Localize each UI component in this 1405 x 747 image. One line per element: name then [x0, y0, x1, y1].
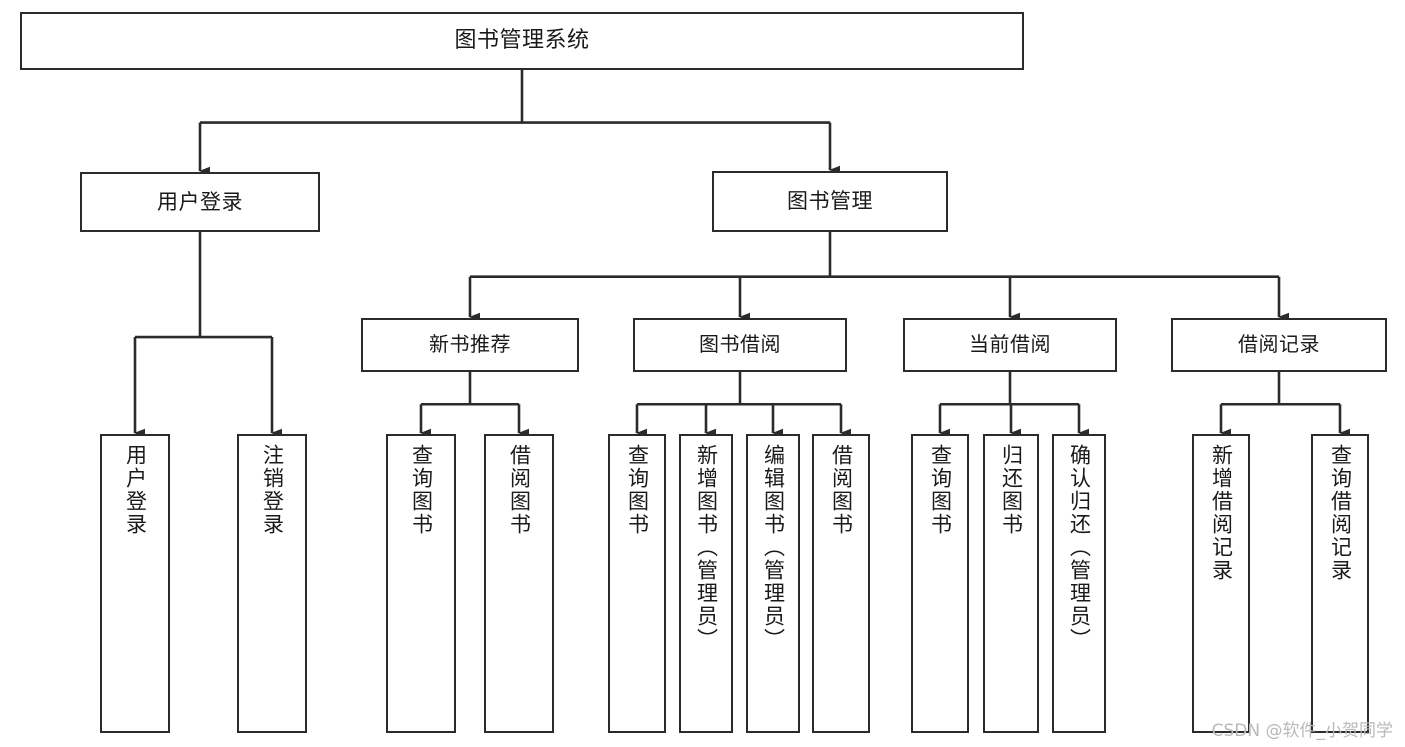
leaf-query-book-2[interactable]: 查询图书: [608, 434, 666, 733]
node-book-borrow[interactable]: 图书借阅: [633, 318, 847, 372]
leaf-query-book-3-label: 查询图书: [928, 444, 953, 536]
node-new-book-rec[interactable]: 新书推荐: [361, 318, 579, 372]
node-book-borrow-label: 图书借阅: [699, 332, 781, 357]
leaf-borrow-book-1[interactable]: 借阅图书: [484, 434, 554, 733]
leaf-add-book-admin-label: 新增图书（管理员）: [694, 444, 719, 651]
leaf-user-login-label: 用户登录: [123, 444, 148, 536]
leaf-borrow-book-2-label: 借阅图书: [829, 444, 854, 536]
leaf-query-borrow-record[interactable]: 查询借阅记录: [1311, 434, 1369, 733]
node-user-login[interactable]: 用户登录: [80, 172, 320, 232]
node-current-borrow[interactable]: 当前借阅: [903, 318, 1117, 372]
node-borrow-record-label: 借阅记录: [1238, 332, 1320, 357]
node-user-login-label: 用户登录: [157, 189, 243, 214]
leaf-edit-book-admin-label: 编辑图书（管理员）: [761, 444, 786, 651]
leaf-user-logout[interactable]: 注销登录: [237, 434, 307, 733]
leaf-add-book-admin[interactable]: 新增图书（管理员）: [679, 434, 733, 733]
leaf-query-book-1[interactable]: 查询图书: [386, 434, 456, 733]
watermark-text: CSDN @软件_小贺同学: [1211, 721, 1393, 741]
leaf-query-book-2-label: 查询图书: [625, 444, 650, 536]
node-borrow-record[interactable]: 借阅记录: [1171, 318, 1387, 372]
node-new-book-rec-label: 新书推荐: [429, 332, 511, 357]
leaf-confirm-return-admin[interactable]: 确认归还（管理员）: [1052, 434, 1106, 733]
leaf-borrow-book-1-label: 借阅图书: [507, 444, 532, 536]
leaf-query-book-3[interactable]: 查询图书: [911, 434, 969, 733]
node-book-manage-label: 图书管理: [787, 189, 873, 214]
leaf-add-borrow-record-label: 新增借阅记录: [1209, 444, 1234, 582]
node-root[interactable]: 图书管理系统: [20, 12, 1024, 70]
leaf-user-login[interactable]: 用户登录: [100, 434, 170, 733]
node-book-manage[interactable]: 图书管理: [712, 171, 948, 232]
leaf-add-borrow-record[interactable]: 新增借阅记录: [1192, 434, 1250, 733]
node-root-label: 图书管理系统: [454, 28, 590, 54]
leaf-query-borrow-record-label: 查询借阅记录: [1328, 444, 1353, 582]
leaf-edit-book-admin[interactable]: 编辑图书（管理员）: [746, 434, 800, 733]
leaf-borrow-book-2[interactable]: 借阅图书: [812, 434, 870, 733]
leaf-return-book-label: 归还图书: [999, 444, 1024, 536]
node-current-borrow-label: 当前借阅: [969, 332, 1051, 357]
leaf-query-book-1-label: 查询图书: [409, 444, 434, 536]
leaf-return-book[interactable]: 归还图书: [983, 434, 1039, 733]
leaf-confirm-return-admin-label: 确认归还（管理员）: [1067, 444, 1092, 651]
leaf-user-logout-label: 注销登录: [260, 444, 285, 536]
